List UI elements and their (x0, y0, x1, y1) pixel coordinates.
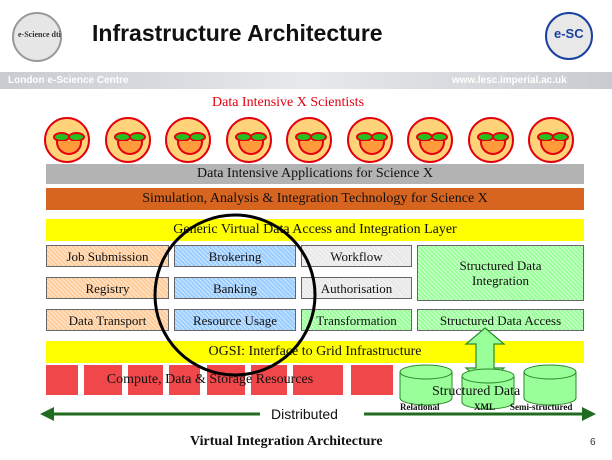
structured-data-label: Structured Data (432, 384, 521, 399)
header-subbar (0, 72, 612, 89)
resource-block-6 (251, 365, 287, 395)
resource-block-8 (351, 365, 393, 395)
resource-block-2 (84, 365, 122, 395)
job-submission-box: Job Submission (46, 245, 169, 267)
compute-resources-label: Compute, Data & Storage Resources (106, 372, 314, 387)
scientist-face-icon (407, 117, 453, 163)
brokering-box: Brokering (174, 245, 296, 267)
face-mouth (116, 141, 143, 155)
scientist-face-icon (44, 117, 90, 163)
resource-block-1 (46, 365, 78, 395)
right-logo-text: e-SC (554, 26, 584, 41)
structured-data-integration-box: Structured Data Integration (417, 245, 584, 301)
simulation-band: Simulation, Analysis & Integration Techn… (46, 188, 584, 210)
left-logo-text: e-Science dti (18, 30, 61, 39)
database-cylinders-icon (399, 364, 577, 410)
face-mouth (56, 141, 82, 155)
subbar-right-text: www.lesc.imperial.ac.uk (452, 75, 567, 86)
footer-caption: Virtual Integration Architecture (190, 434, 383, 449)
scientist-face-icon (528, 117, 574, 163)
distributed-label: Distributed (271, 406, 338, 422)
resource-block-4 (169, 365, 200, 395)
header: e-Science dti Infrastructure Architectur… (0, 0, 612, 93)
face-mouth (298, 141, 324, 155)
applications-band: Data Intensive Applications for Science … (46, 164, 584, 184)
left-logo (12, 12, 62, 62)
workflow-box: Workflow (301, 245, 412, 267)
resource-block-3 (128, 365, 163, 395)
registry-box: Registry (46, 277, 169, 299)
subbar-left-text: London e-Science Centre (8, 75, 129, 86)
faces-row (0, 0, 612, 170)
ogsi-band: OGSI: Interface to Grid Infrastructure (46, 341, 584, 363)
distributed-double-arrow-icon (40, 407, 596, 421)
face-mouth (479, 141, 506, 155)
resource-usage-box: Resource Usage (174, 309, 296, 331)
banking-box: Banking (174, 277, 296, 299)
transformation-box: Transformation (301, 309, 412, 331)
resource-block-5 (207, 365, 245, 395)
scientist-face-icon (165, 117, 211, 163)
right-logo (545, 12, 593, 60)
highlight-circle (153, 213, 317, 377)
face-mouth (177, 141, 203, 155)
resource-block-7 (293, 365, 343, 395)
scientist-face-icon (104, 117, 151, 163)
face-mouth (540, 141, 566, 155)
face-mouth (358, 141, 385, 155)
page-number: 6 (590, 437, 596, 448)
semi-structured-label: Semi-structured (510, 402, 573, 412)
xml-label: XML (474, 402, 495, 412)
scientist-face-icon (467, 117, 514, 163)
authorisation-box: Authorisation (301, 277, 412, 299)
face-mouth (237, 141, 264, 155)
structured-data-access-box: Structured Data Access (417, 309, 584, 331)
scientist-face-icon (286, 117, 332, 163)
relational-label: Relational (400, 402, 440, 412)
scientist-face-icon (346, 117, 393, 163)
data-transport-box: Data Transport (46, 309, 169, 331)
scientists-label: Data Intensive X Scientists (212, 95, 365, 110)
scientist-face-icon (225, 117, 272, 163)
face-mouth (419, 141, 445, 155)
slide-title: Infrastructure Architecture (92, 20, 383, 46)
